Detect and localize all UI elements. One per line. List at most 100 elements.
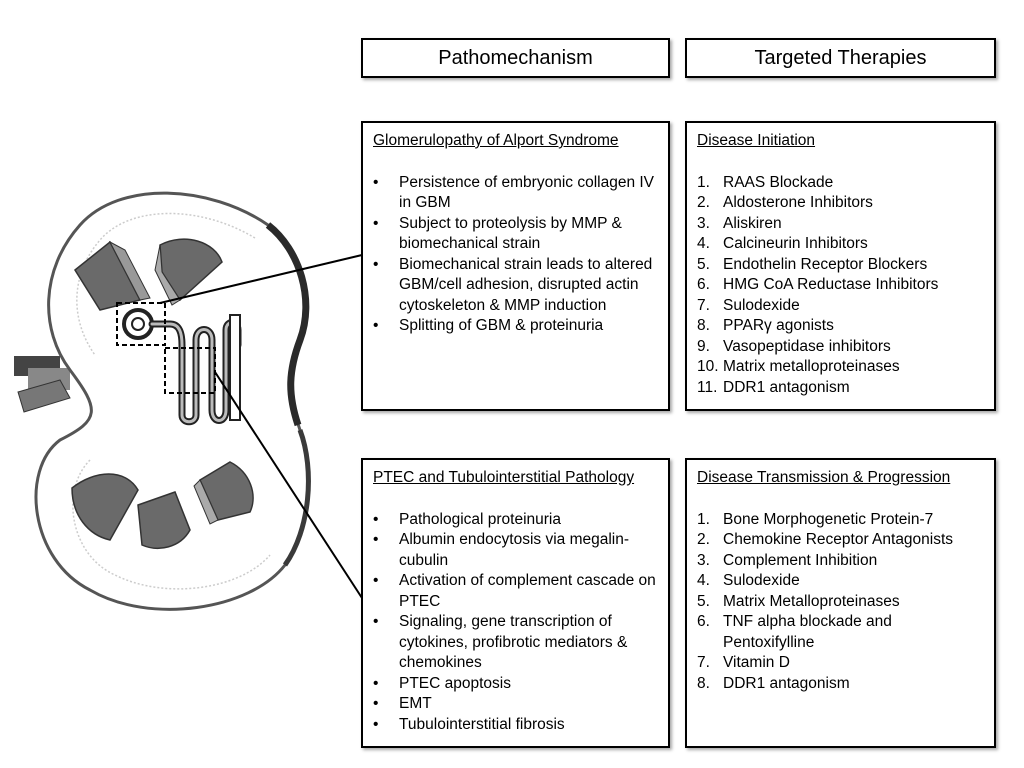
list-item: • Albumin endocytosis via megalin-cubulin <box>373 530 658 571</box>
list-item-text: Vitamin D <box>723 654 790 671</box>
bullet-glyph: • <box>373 695 379 712</box>
list-item: • Biomechanical strain leads to altered G… <box>373 255 658 317</box>
list-item-text: Bone Morphogenetic Protein-7 <box>723 510 934 528</box>
list-item: 3.Aliskiren <box>697 214 984 235</box>
list-item-number: 3. <box>697 551 710 569</box>
list-item: 1.RAAS Blockade <box>697 173 984 194</box>
bullet-glyph: • <box>373 715 379 733</box>
panel-disease-initiation-title: Disease Initiation <box>697 132 816 149</box>
bullet-glyph: • <box>373 214 379 232</box>
header-pathomechanism: Pathomechanism <box>361 38 670 78</box>
list-item-number: 8. <box>697 674 710 692</box>
list-item-text: DDR1 antagonism <box>723 378 850 396</box>
list-item: •Signaling, gene transcription of cytoki… <box>373 612 658 674</box>
list-item: • Tubulointerstitial fibrosis <box>373 715 658 736</box>
glomerulopathy-list: • Persistence of embryonic collagen IV in… <box>373 173 658 337</box>
list-item-text: EMT <box>399 695 432 712</box>
list-item: 2. Chemokine Receptor Antagonists <box>697 530 984 551</box>
connector-tubule <box>214 371 363 599</box>
disease-transmission-list: 1. Bone Morphogenetic Protein-7 2. Chemoki… <box>697 510 984 695</box>
bullet-glyph: • <box>373 572 379 589</box>
list-item: • Splitting of GBM & proteinuria <box>373 316 658 337</box>
list-item-text: Matrix metalloproteinases <box>723 358 900 375</box>
header-targeted-therapies-label: Targeted Therapies <box>754 46 927 69</box>
list-item-text: Splitting of GBM & proteinuria <box>399 317 604 334</box>
list-item-text: TNF alpha blockade and Pentoxifylline <box>723 613 892 651</box>
panel-disease-initiation: Disease Initiation 1.RAAS Blockade 2. Ald… <box>685 121 996 411</box>
list-item-text: Subject to proteolysis by MMP & biomecha… <box>399 214 622 253</box>
list-item-number: 5. <box>697 592 710 610</box>
list-item-text: RAAS Blockade <box>723 173 834 191</box>
list-item: 4. Calcineurin Inhibitors <box>697 234 984 255</box>
list-item-number: 4. <box>697 235 710 252</box>
list-item-text: Sulodexide <box>723 296 800 314</box>
list-item-text: Albumin endocytosis via megalin-cubulin <box>399 531 630 569</box>
panel-ptec-pathology: PTEC and Tubulointerstitial Pathology •P… <box>361 458 670 748</box>
bullet-glyph: • <box>373 255 379 273</box>
list-item-number: 7. <box>697 296 710 314</box>
panel-disease-transmission-title: Disease Transmission & Progression <box>697 469 951 486</box>
list-item: •Pathological proteinuria <box>373 510 658 531</box>
list-item-text: Tubulointerstitial fibrosis <box>399 715 565 733</box>
list-item-number: 8. <box>697 317 710 334</box>
list-item-text: PTEC apoptosis <box>399 674 511 692</box>
list-item: 6.HMG CoA Reductase Inhibitors <box>697 275 984 296</box>
list-item: 7. Sulodexide <box>697 296 984 317</box>
list-item: • EMT <box>373 694 658 715</box>
glomerulus-focus-box <box>116 302 166 346</box>
list-item-number: 2. <box>697 194 710 211</box>
list-item: 10.Matrix metalloproteinases <box>697 357 984 378</box>
panel-ptec-pathology-title: PTEC and Tubulointerstitial Pathology <box>373 469 635 486</box>
list-item-number: 5. <box>697 255 710 273</box>
list-item-text: Complement Inhibition <box>723 551 878 569</box>
list-item: 5. Endothelin Receptor Blockers <box>697 255 984 276</box>
ptec-list: •Pathological proteinuria •Albumin endoc… <box>373 510 658 736</box>
list-item-text: Biomechanical strain leads to altered GB… <box>399 255 653 314</box>
list-item-text: Endothelin Receptor Blockers <box>723 255 928 273</box>
bullet-glyph: • <box>373 531 379 548</box>
list-item-text: Persistence of embryonic collagen IV in … <box>399 173 655 212</box>
bullet-glyph: • <box>373 674 379 692</box>
header-targeted-therapies: Targeted Therapies <box>685 38 996 78</box>
header-pathomechanism-label: Pathomechanism <box>438 46 593 69</box>
list-item-text: Pathological proteinuria <box>399 510 561 528</box>
list-item-text: Aldosterone Inhibitors <box>723 194 873 211</box>
list-item: 5. Matrix Metalloproteinases <box>697 592 984 613</box>
list-item: • PTEC apoptosis <box>373 674 658 695</box>
list-item: 8. PPARγ agonists <box>697 316 984 337</box>
list-item-number: 9. <box>697 337 710 355</box>
list-item-number: 6. <box>697 613 710 630</box>
list-item: 6. TNF alpha blockade and Pentoxifylline <box>697 612 984 653</box>
list-item-number: 3. <box>697 214 710 232</box>
list-item-number: 10. <box>697 358 719 375</box>
list-item-text: Matrix Metalloproteinases <box>723 592 900 610</box>
bullet-glyph: • <box>373 613 379 630</box>
list-item-number: 2. <box>697 531 710 548</box>
panel-glomerulopathy-title: Glomerulopathy of Alport Syndrome <box>373 132 619 149</box>
list-item-text: Sulodexide <box>723 572 800 589</box>
panel-glomerulopathy: Glomerulopathy of Alport Syndrome • Persi… <box>361 121 670 411</box>
list-item: • Subject to proteolysis by MMP & biomech… <box>373 214 658 255</box>
list-item: 1. Bone Morphogenetic Protein-7 <box>697 510 984 531</box>
list-item: 2. Aldosterone Inhibitors <box>697 193 984 214</box>
list-item-number: 4. <box>697 572 710 589</box>
list-item-number: 11. <box>697 378 718 396</box>
list-item-number: 1. <box>697 510 710 528</box>
list-item-text: HMG CoA Reductase Inhibitors <box>723 276 939 293</box>
list-item-text: Chemokine Receptor Antagonists <box>723 531 954 548</box>
list-item: •Activation of complement cascade on PTE… <box>373 571 658 612</box>
panel-disease-transmission: Disease Transmission & Progression 1. Bon… <box>685 458 996 748</box>
list-item-text: PPARγ agonists <box>723 317 834 334</box>
list-item: 9.Vasopeptidase inhibitors <box>697 337 984 358</box>
list-item: 11. DDR1 antagonism <box>697 378 984 399</box>
bullet-glyph: • <box>373 173 379 191</box>
list-item-text: DDR1 antagonism <box>723 674 850 692</box>
renal-vessels <box>14 356 71 413</box>
list-item-text: Calcineurin Inhibitors <box>723 235 868 252</box>
bullet-glyph: • <box>373 317 379 334</box>
connector-glomerulus <box>159 254 363 304</box>
list-item-number: 7. <box>697 654 710 671</box>
nephron <box>122 308 242 426</box>
disease-initiation-list: 1.RAAS Blockade 2. Aldosterone Inhibitors… <box>697 173 984 399</box>
tubule-focus-box <box>164 347 216 394</box>
